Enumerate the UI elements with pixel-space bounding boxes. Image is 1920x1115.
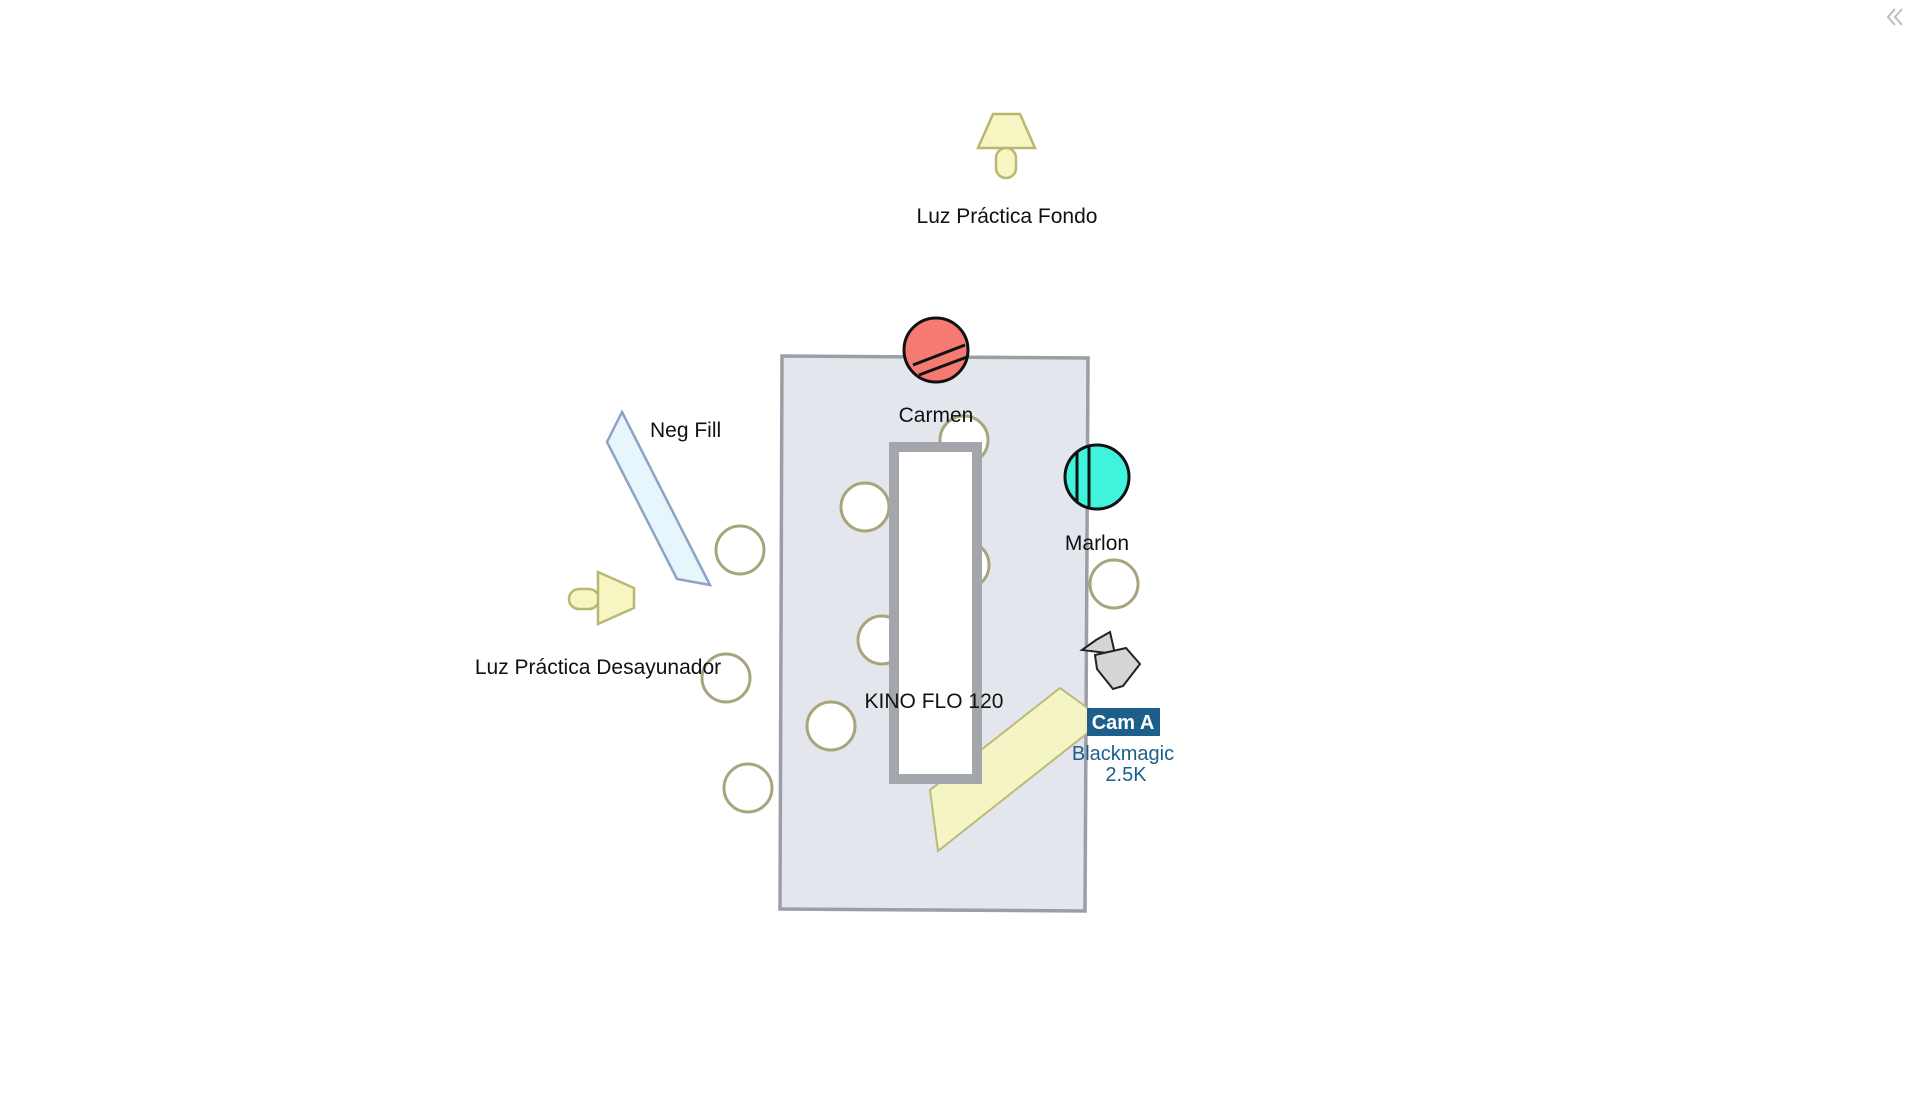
collapse-panel-button[interactable] [1880,2,1910,32]
label-practical-back: Luz Práctica Fondo [917,205,1098,228]
actor-1-marker[interactable] [902,316,970,384]
actor-2-marker[interactable] [1063,443,1131,511]
chair[interactable] [700,652,752,704]
label-practical-breakfast: Luz Práctica Desayunador [475,656,721,679]
label-kino: KINO FLO 120 [865,690,1004,713]
camera-icon[interactable] [1079,630,1142,691]
double-chevron-left-icon [1886,8,1903,26]
practical-lamp-back[interactable] [976,112,1037,180]
lamp-base-icon [994,146,1018,180]
neg-fill-flag[interactable] [605,409,713,587]
lamp-shade-icon [976,112,1037,150]
camera-model-line2: 2.5K [1105,764,1147,786]
practical-lamp-breakfast[interactable] [567,570,636,626]
camera-tag-badge [1087,708,1160,736]
chair[interactable] [722,762,774,814]
chair[interactable] [714,524,766,576]
chair[interactable] [805,700,857,752]
lamp-base-icon [567,587,601,611]
label-actor-1: Carmen [899,404,974,427]
label-neg-fill: Neg Fill [650,419,721,442]
actor-2-icon [1063,443,1131,511]
actor-1-icon [902,316,970,384]
camera-tag: Cam A [1092,712,1155,734]
lamp-shade-icon [596,570,636,626]
chair[interactable] [839,481,891,533]
chair[interactable] [1088,558,1140,610]
kino-flo-light[interactable] [889,442,982,784]
label-actor-2: Marlon [1065,532,1129,555]
camera-model-line1: Blackmagic [1072,743,1174,765]
